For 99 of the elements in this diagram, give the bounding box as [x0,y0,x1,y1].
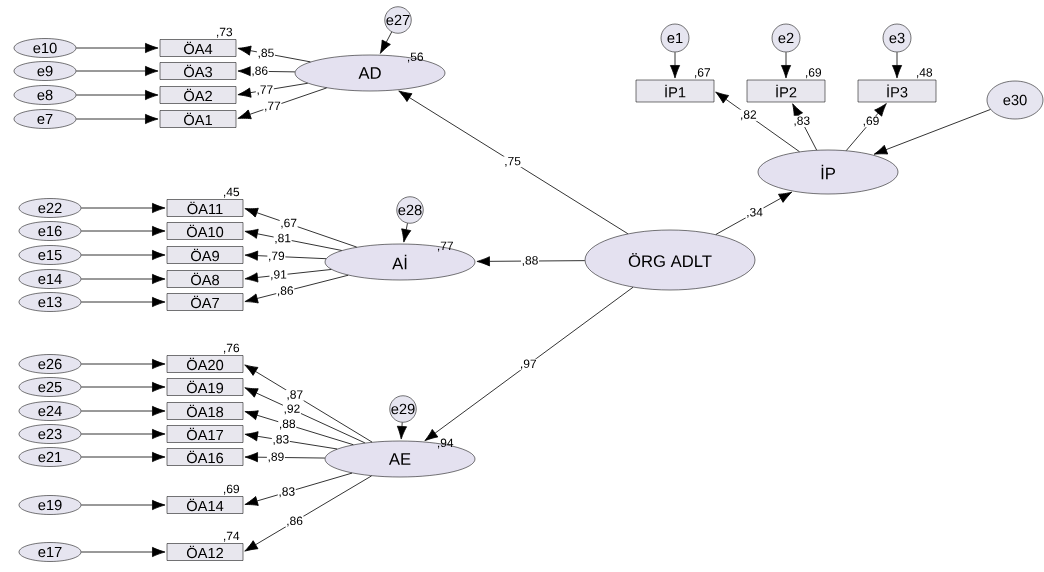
r-squared-value: ,67 [695,68,710,79]
arrow [401,222,412,243]
r-squared-value: ,94 [438,438,454,449]
path-coefficient: ,85 [256,47,275,60]
path-coefficient: ,87 [285,389,304,401]
arrow [396,422,407,440]
arrow [80,546,166,558]
r-squared-value: ,56 [408,52,424,63]
arrow [792,103,817,151]
arrow [80,202,166,214]
indicator-box: İP2 [746,79,826,103]
r-squared-value: ,74 [224,531,240,542]
arrow [237,66,296,77]
path-coefficient: ,69 [862,115,880,128]
path-coefficient: ,88 [521,255,539,267]
indicator-box: ÖA7 [166,293,244,311]
path-coefficient: ,88 [278,418,297,431]
arrow [398,90,629,235]
arrow [80,405,166,417]
arrow [75,65,159,77]
arrow [891,51,903,79]
path-coefficient: ,82 [739,109,758,121]
indicator-box: ÖA18 [166,402,244,420]
indicator-box: İP1 [635,79,715,103]
path-coefficient: ,83 [271,434,290,446]
arrow [476,256,586,267]
indicator-box: ÖA10 [166,222,244,240]
indicator-box: İP3 [857,79,937,103]
arrow [237,82,309,98]
arrow [715,191,793,235]
indicator-box: ÖA4 [159,39,237,57]
arrow [75,42,159,54]
path-coefficient: ,97 [519,358,538,371]
path-coefficient: ,79 [267,250,286,263]
path-coefficient: ,92 [282,403,301,415]
arrow [244,228,343,251]
arrow [715,91,800,153]
path-coefficient: ,86 [276,285,295,297]
indicator-box: ÖA19 [166,378,244,396]
path-coefficient: ,67 [279,218,298,230]
indicator-box: ÖA14 [166,496,244,514]
arrow [80,358,166,370]
path-coefficient: ,77 [255,84,274,96]
arrow [379,31,393,54]
arrow [244,364,373,443]
path-coefficient: ,83 [277,486,296,498]
path-coefficient: ,81 [273,233,292,245]
arrow [244,472,353,506]
arrow [244,250,327,261]
indicator-box: ÖA2 [159,86,237,104]
arrow [669,51,681,79]
arrow [80,273,166,285]
indicator-box: ÖA12 [166,543,244,561]
arrow [80,428,166,440]
arrow [873,109,991,155]
arrow [80,499,166,511]
indicator-box: ÖA9 [166,246,244,264]
arrow [244,431,338,450]
arrow [244,269,332,283]
indicator-box: ÖA8 [166,270,244,288]
r-squared-value: ,73 [217,27,233,38]
path-coefficient: ,86 [285,515,304,528]
arrow [237,45,311,63]
arrow [845,103,887,151]
arrow [80,451,166,463]
arrow [244,207,358,248]
indicator-box: ÖA1 [159,110,237,128]
arrow [244,274,349,304]
path-coefficient: ,91 [269,269,288,281]
arrow [80,296,166,308]
arrow [244,387,366,444]
arrow [424,286,634,442]
arrow [244,452,326,463]
r-squared-value: ,77 [438,241,453,252]
indicator-box: ÖA3 [159,62,237,80]
path-coefficient: ,34 [745,207,764,219]
arrow [244,410,354,446]
arrow [80,225,166,237]
r-squared-value: ,76 [224,343,240,354]
indicator-box: ÖA17 [166,425,244,443]
arrow [237,87,327,120]
path-coefficient: ,83 [792,115,811,127]
arrow [244,475,372,552]
arrow [80,249,166,261]
indicator-box: ÖA20 [166,355,244,373]
arrow [780,51,792,79]
r-squared-value: ,69 [806,68,822,79]
r-squared-value: ,48 [917,68,933,79]
arrow [75,113,159,125]
indicator-box: ÖA16 [166,448,244,466]
arrow [80,381,166,393]
r-squared-value: ,69 [224,484,240,495]
path-coefficient: ,89 [266,451,285,464]
path-coefficient: ,86 [250,65,269,77]
arrow [75,89,159,101]
path-coefficient: ,75 [503,156,522,168]
indicator-box: ÖA11 [166,199,244,217]
r-squared-value: ,45 [224,187,240,198]
path-coefficient: ,77 [263,101,282,113]
